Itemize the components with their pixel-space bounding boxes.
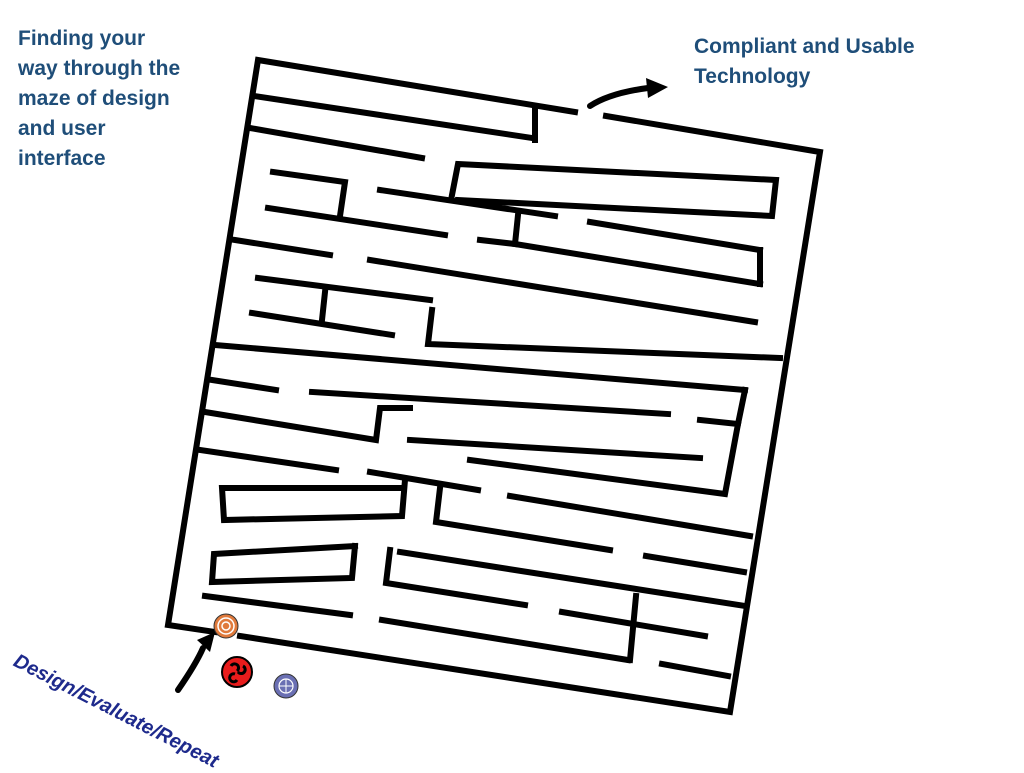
start-token-icon (213, 613, 239, 639)
red-token-icon (221, 656, 253, 688)
purple-token-icon (273, 673, 299, 699)
exit-arrow-icon (587, 78, 668, 109)
title-caption: Finding your way through the maze of des… (18, 27, 181, 170)
goal-caption: Compliant and Usable Technology (694, 35, 915, 88)
entry-arrow-icon (175, 632, 215, 693)
maze-inner-walls (196, 92, 784, 680)
